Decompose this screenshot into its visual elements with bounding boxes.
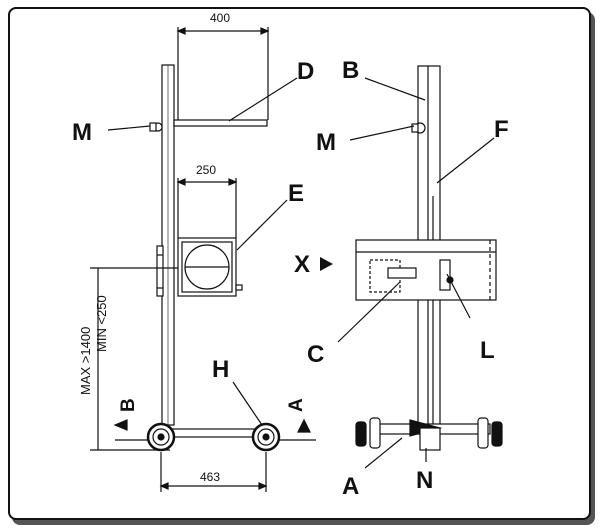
dim-250-line (176, 178, 238, 238)
wheel-left-1 (146, 422, 176, 452)
label-c: C (307, 341, 324, 368)
label-m-right: M (316, 129, 336, 156)
bracket (156, 245, 164, 297)
right-view (337, 65, 503, 469)
dim-min: MIN <250 (94, 295, 109, 352)
label-e: E (288, 180, 304, 207)
label-h: H (212, 356, 229, 383)
marker-a: A (286, 398, 307, 412)
arrow-a-icon (297, 418, 311, 433)
arm-d (173, 119, 268, 127)
lamp-box-e (177, 237, 243, 297)
label-d: D (297, 58, 314, 85)
label-m-left: M (72, 119, 92, 146)
label-n: N (416, 467, 433, 494)
wheel-left-2 (251, 422, 281, 452)
label-a: A (342, 473, 359, 500)
dim-400-line (176, 27, 270, 120)
right-base (355, 417, 503, 451)
x-arrow-icon (320, 257, 333, 271)
label-f: F (494, 116, 509, 143)
label-l: L (480, 337, 495, 364)
arrow-b-icon (113, 419, 128, 431)
left-view (90, 27, 316, 492)
label-x: X (294, 251, 310, 278)
dim-max: MAX >1400 (78, 327, 93, 395)
label-b: B (342, 57, 359, 84)
marker-b: B (118, 398, 139, 412)
knob-m-left (149, 122, 163, 132)
dim-400: 400 (210, 11, 230, 25)
lamp-housing (355, 239, 497, 301)
dim-463-line (159, 452, 268, 492)
dim-463: 463 (200, 470, 220, 484)
knob-m-right (411, 122, 426, 134)
left-base (164, 428, 268, 438)
dim-250: 250 (196, 163, 216, 177)
